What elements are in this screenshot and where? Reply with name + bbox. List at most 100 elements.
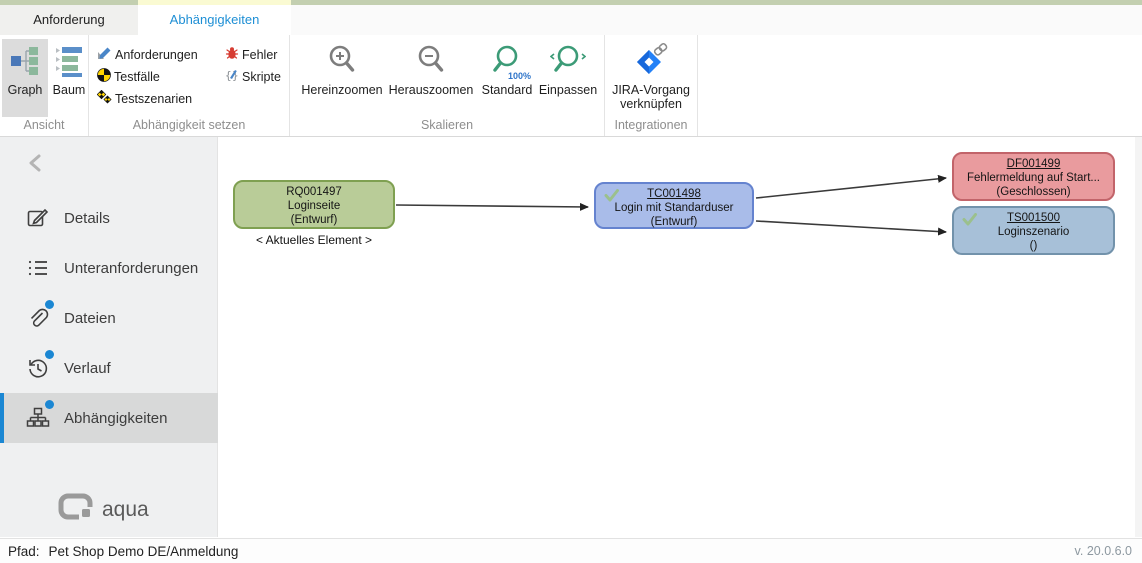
set-dependency-anforderungen[interactable]: Anforderungen: [97, 45, 198, 65]
jira-link-button[interactable]: JIRA-Vorgang verknüpfen: [607, 39, 695, 123]
graph-view-button[interactable]: Graph: [2, 39, 48, 117]
current-element-caption: < Aktuelles Element >: [255, 233, 373, 247]
graph-edges: [395, 174, 947, 236]
sidebar-item-abhaengigkeiten[interactable]: Abhängigkeiten: [0, 393, 218, 443]
abhaengigkeiten-badge-dot: [45, 400, 54, 409]
zoom-fit-button[interactable]: Einpassen: [536, 39, 600, 117]
dateien-badge-dot: [45, 300, 54, 309]
node-tc001498-status: (Entwurf): [650, 216, 698, 228]
zoom-out-icon: [415, 39, 447, 83]
sidebar-item-verlauf[interactable]: Verlauf: [0, 343, 218, 393]
node-df001499-status: (Geschlossen): [996, 186, 1071, 198]
requirement-pen-icon: [97, 46, 112, 65]
sidebar: Details Unteranforderungen Dateien: [0, 137, 218, 537]
ribbon-group-integrationen: JIRA-Vorgang verknüpfen Integrationen: [605, 35, 698, 136]
testscenario-diamonds-icon: [96, 89, 112, 109]
svg-text:}: }: [232, 69, 239, 82]
node-df001499-title: Fehlermeldung auf Start...: [967, 172, 1100, 184]
ribbon: Graph Baum Ansicht: [0, 35, 1142, 137]
set-dependency-skripte[interactable]: { } Skripte: [225, 67, 281, 87]
graph-node-ts001500[interactable]: TS001500 Loginszenario (): [952, 206, 1115, 255]
tree-view-button[interactable]: Baum: [50, 39, 88, 117]
node-rq001497-title: Loginseite: [287, 200, 341, 212]
sidebar-item-dateien[interactable]: Dateien: [0, 293, 218, 343]
zoom-standard-button[interactable]: 100% Standard: [476, 39, 538, 117]
ribbon-group-ansicht: Graph Baum Ansicht: [0, 35, 89, 136]
set-dependency-anforderungen-label: Anforderungen: [115, 48, 198, 62]
sidebar-item-unteranforderungen-label: Unteranforderungen: [64, 259, 199, 277]
sidebar-item-details-label: Details: [64, 209, 110, 227]
top-accent-strip: [0, 0, 1142, 5]
verlauf-badge-dot: [45, 350, 54, 359]
graph-node-tc001498[interactable]: TC001498 Login mit Standarduser (Entwurf…: [594, 182, 754, 229]
zoom-out-label: Herauszoomen: [388, 83, 474, 97]
tree-view-icon: [54, 39, 84, 83]
tab-bar: Anforderung Abhängigkeiten: [0, 5, 1142, 35]
node-ts001500-title: Loginszenario: [997, 226, 1070, 238]
vertical-scrollbar[interactable]: [1135, 137, 1142, 537]
path-label: Pfad:: [8, 543, 40, 559]
ribbon-group-abhaengigkeit-setzen: Anforderungen Testfälle: [89, 35, 290, 136]
tab-abhaengigkeiten[interactable]: Abhängigkeiten: [138, 5, 291, 35]
sidebar-item-abhaengigkeiten-label: Abhängigkeiten: [64, 409, 168, 427]
zoom-standard-percent: 100%: [507, 71, 531, 81]
aqua-logo-icon: [58, 493, 94, 526]
set-dependency-testfaelle-label: Testfälle: [114, 70, 160, 84]
set-dependency-testfaelle[interactable]: Testfälle: [97, 67, 160, 87]
status-bar: Pfad: Pet Shop Demo DE/Anmeldung v. 20.0…: [0, 538, 1142, 563]
zoom-out-button[interactable]: Herauszoomen: [386, 39, 476, 117]
list-icon: [26, 256, 50, 280]
node-ts001500-id: TS001500: [1006, 212, 1061, 224]
node-rq001497-id: RQ001497: [286, 186, 342, 198]
testcase-quadrant-icon: [97, 67, 111, 87]
sidebar-item-verlauf-label: Verlauf: [64, 359, 111, 377]
hierarchy-icon: [26, 400, 54, 430]
graph-node-df001499[interactable]: DF001499 Fehlermeldung auf Start... (Ges…: [952, 152, 1115, 201]
set-dependency-fehler-label: Fehler: [242, 48, 278, 62]
zoom-standard-label: Standard: [481, 83, 533, 97]
node-df001499-id: DF001499: [1006, 158, 1061, 170]
jira-icon: [631, 39, 671, 83]
paperclip-icon: [26, 300, 54, 330]
zoom-fit-icon: [550, 39, 586, 83]
edge-tc-to-ts: [755, 220, 947, 236]
active-tab-accent: [138, 0, 291, 5]
node-rq001497-status: (Entwurf): [290, 214, 338, 226]
group-label-skalieren: Skalieren: [420, 118, 474, 132]
dependency-graph-canvas[interactable]: RQ001497 Loginseite (Entwurf) < Aktuelle…: [219, 137, 1142, 537]
graph-node-rq001497[interactable]: RQ001497 Loginseite (Entwurf): [233, 180, 395, 229]
edge-rq-to-tc: [395, 202, 589, 211]
group-label-abhaengigkeit-setzen: Abhängigkeit setzen: [132, 118, 246, 132]
sidebar-item-unteranforderungen[interactable]: Unteranforderungen: [0, 243, 218, 293]
tree-view-label: Baum: [52, 83, 86, 97]
tab-anforderung[interactable]: Anforderung: [0, 5, 138, 35]
sidebar-collapse-button[interactable]: [26, 153, 46, 173]
group-label-integrationen: Integrationen: [614, 118, 688, 132]
graph-view-label: Graph: [7, 83, 43, 97]
ribbon-group-skalieren: Hereinzoomen Herauszoomen: [290, 35, 605, 136]
graph-view-icon: [9, 39, 41, 83]
check-icon: [962, 213, 977, 230]
path-value: Pet Shop Demo DE/Anmeldung: [48, 543, 239, 559]
jira-label-line1: JIRA-Vorgang: [612, 83, 690, 97]
node-tc001498-id: TC001498: [647, 188, 701, 200]
sidebar-item-dateien-label: Dateien: [64, 309, 116, 327]
zoom-in-label: Hereinzoomen: [301, 83, 383, 97]
set-dependency-fehler[interactable]: Fehler: [225, 45, 277, 65]
set-dependency-testszenarien-label: Testszenarien: [115, 92, 193, 106]
set-dependency-testszenarien[interactable]: Testszenarien: [96, 89, 193, 109]
zoom-standard-icon: 100%: [491, 39, 531, 83]
jira-label-line2: verknüpfen: [620, 97, 682, 111]
node-ts001500-status: (): [1029, 240, 1038, 252]
sidebar-item-details[interactable]: Details: [0, 193, 218, 243]
edge-tc-to-df: [755, 174, 947, 199]
script-braces-icon: { }: [225, 68, 239, 87]
edit-icon: [26, 206, 50, 230]
history-icon: [26, 350, 54, 380]
node-tc001498-title: Login mit Standarduser: [614, 202, 734, 214]
zoom-fit-label: Einpassen: [538, 83, 598, 97]
defect-bug-icon: [225, 46, 239, 65]
zoom-in-button[interactable]: Hereinzoomen: [299, 39, 385, 117]
group-label-ansicht: Ansicht: [23, 118, 65, 132]
aqua-logo-text: aqua: [102, 497, 149, 521]
